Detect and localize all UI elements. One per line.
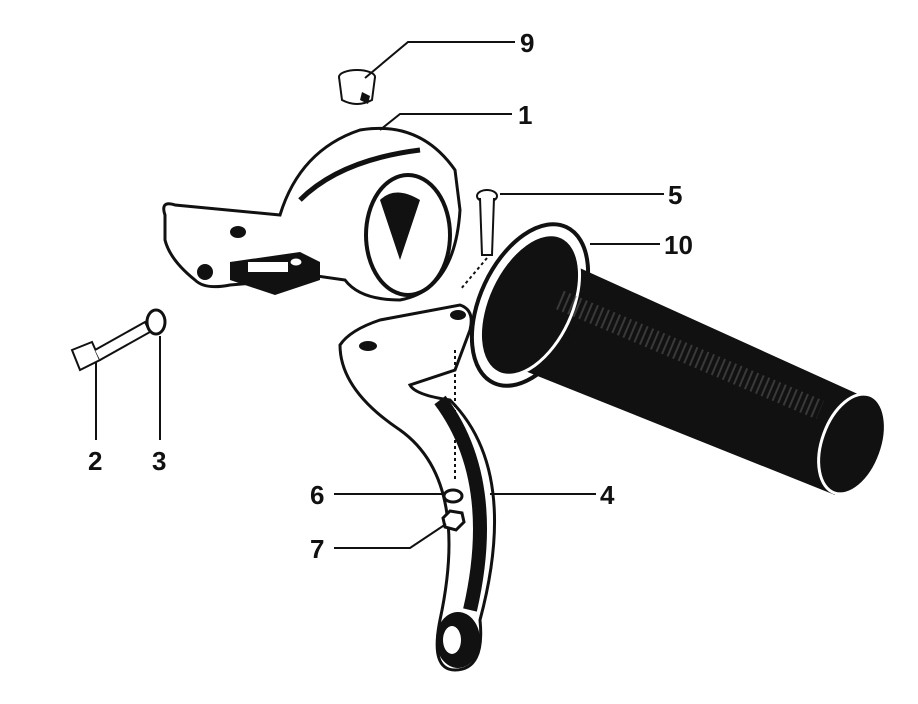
callout-2: 2: [88, 446, 102, 476]
callout-6: 6: [310, 480, 324, 510]
callout-3: 3: [152, 446, 166, 476]
part-6-washer: [442, 488, 464, 504]
callout-5: 5: [668, 180, 682, 210]
part-2-bolt: [70, 320, 152, 372]
leader-lines: [95, 41, 664, 549]
part-10-grip: [469, 222, 887, 496]
part-1-lever-housing: [162, 126, 462, 302]
callout-10: 10: [664, 230, 693, 260]
callout-9: 9: [520, 28, 534, 58]
part-4-lever: [338, 303, 497, 672]
callout-4: 4: [600, 480, 615, 510]
part-3-washer: [145, 308, 167, 336]
callout-7: 7: [310, 534, 324, 564]
part-9-cap: [338, 69, 376, 105]
callout-1: 1: [518, 100, 532, 130]
part-7-nut: [441, 509, 466, 532]
part-5-pivot-bolt: [459, 189, 498, 291]
